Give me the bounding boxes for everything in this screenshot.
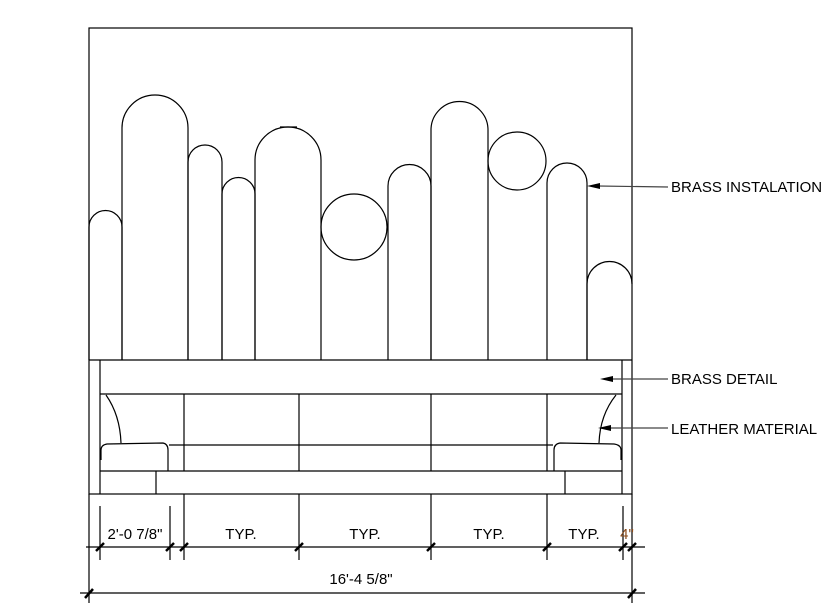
brass-tube: [430, 100, 489, 360]
brass-tube: [88, 209, 123, 360]
dim-segment-4: TYP.: [473, 526, 504, 543]
left-cushion: [100, 442, 169, 471]
brass-tube: [387, 163, 432, 360]
label-brass-detail: BRASS DETAIL: [671, 371, 777, 388]
arrow-icon: [598, 425, 611, 431]
brass-tube: [546, 162, 588, 360]
dim-segment-2: TYP.: [225, 526, 256, 543]
dimension-lines: [80, 494, 645, 603]
bench: [89, 359, 632, 494]
arrow-icon: [587, 183, 600, 189]
left-arm-leather: [105, 394, 122, 444]
brass-disc: [487, 131, 547, 191]
brass-tube: [187, 144, 223, 360]
dim-segment-1: 2'-0 7/8": [108, 526, 163, 543]
outer-frame: [88, 27, 633, 495]
brass-disc: [320, 193, 388, 261]
brass-tube: [121, 94, 189, 360]
dim-overall: 16'-4 5/8": [329, 571, 392, 588]
label-leather-material: LEATHER MATERIAL: [671, 421, 817, 438]
dim-segment-6: 4": [620, 526, 634, 543]
brass-tube: [221, 176, 256, 360]
annotation-leaders: [587, 183, 669, 431]
brass-tube: [586, 260, 633, 360]
dim-segment-3: TYP.: [349, 526, 380, 543]
right-arm-leather: [598, 394, 617, 444]
label-brass-installation: BRASS INSTALATION: [671, 179, 822, 196]
arrow-icon: [600, 376, 613, 382]
brass-tube: [254, 126, 322, 360]
right-cushion: [553, 442, 622, 471]
brass-installation: [88, 94, 633, 360]
dim-segment-5: TYP.: [568, 526, 599, 543]
